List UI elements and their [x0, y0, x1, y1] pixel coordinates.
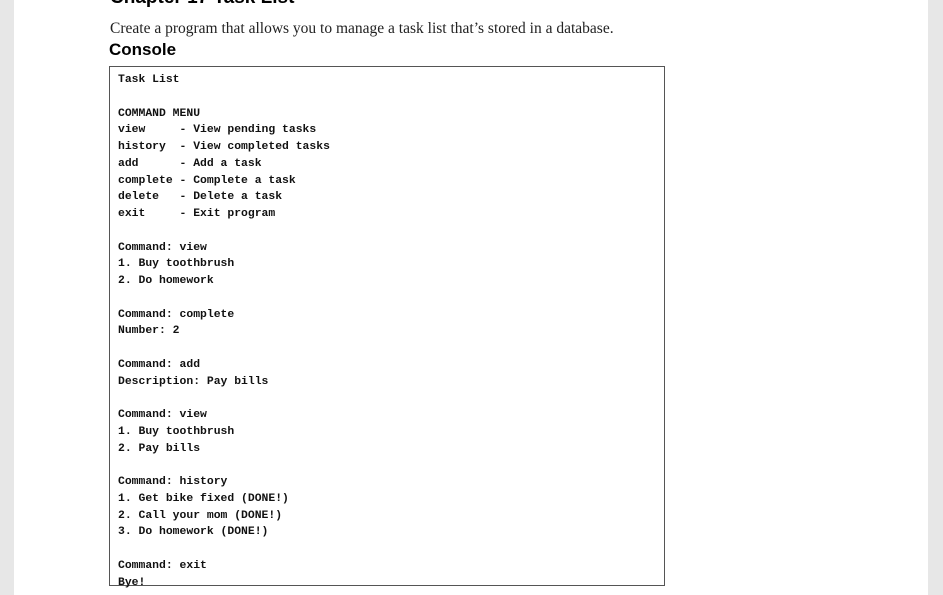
console-output: Task List COMMAND MENU view - View pendi… — [118, 72, 330, 591]
console-line: delete - Delete a task — [118, 191, 283, 204]
console-line: Command: complete — [118, 308, 235, 321]
console-line: add - Add a task — [118, 157, 262, 170]
exercise-description: Create a program that allows you to mana… — [110, 20, 614, 37]
console-line: Task List — [118, 74, 180, 86]
console-line: exit - Exit program — [118, 208, 276, 220]
console-line: 1. Buy toothbrush — [118, 258, 235, 271]
console-line: 2. Do homework — [118, 275, 214, 287]
console-line: COMMAND MENU — [118, 107, 201, 120]
console-line: 2. Call your mom (DONE!) — [118, 509, 283, 522]
console-line: Command: view — [118, 409, 207, 421]
console-line: view - View pending tasks — [118, 124, 317, 137]
console-line: Description: Pay bills — [118, 375, 269, 388]
console-line: Command: view — [118, 241, 207, 254]
document-page: Chapter 17 Task List Create a program th… — [14, 0, 928, 595]
console-output-box: Task List COMMAND MENU view - View pendi… — [109, 66, 665, 589]
console-line: 1. Get bike fixed (DONE!) — [118, 492, 289, 505]
console-line: history - View completed tasks — [118, 141, 330, 153]
console-line: 3. Do homework (DONE!) — [118, 526, 269, 539]
console-line: Command: exit — [118, 559, 207, 572]
console-line: 2. Pay bills — [118, 442, 201, 455]
console-line: Command: add — [118, 358, 201, 371]
console-line: 1. Buy toothbrush — [118, 425, 235, 438]
console-heading: Console — [109, 40, 177, 59]
console-line: complete - Complete a task — [118, 174, 296, 187]
console-line: Number: 2 — [118, 325, 180, 338]
chapter-title: Chapter 17 Task List — [110, 0, 294, 9]
console-line: Command: history — [118, 476, 228, 488]
console-line: Bye! — [118, 576, 146, 589]
